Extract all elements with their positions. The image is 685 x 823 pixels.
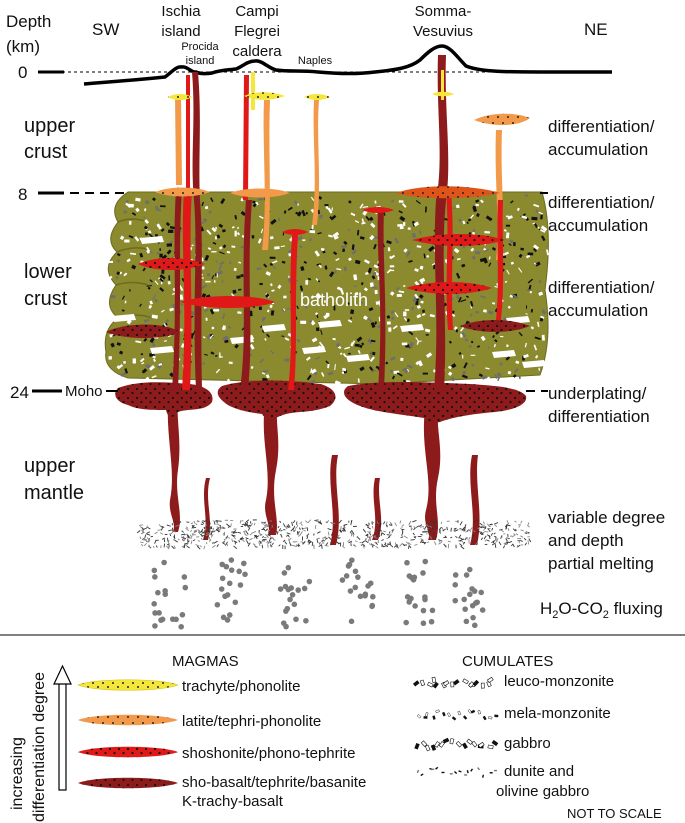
moho-label: Moho bbox=[65, 383, 103, 400]
somma-label-line1: Somma- bbox=[415, 3, 472, 20]
lower-crust-label-line2: crust bbox=[24, 288, 68, 310]
procida-label-line1: Procida bbox=[181, 41, 219, 53]
cumulate-label-gabbro: gabbro bbox=[504, 735, 551, 752]
crustal-conduits bbox=[172, 55, 504, 390]
process-1-line1: differentiation/ bbox=[548, 117, 655, 136]
cumulate-label-dunite-line2: olivine gabbro bbox=[496, 783, 589, 800]
legend: increasing differentiation degree MAGMAS… bbox=[0, 634, 685, 822]
cumulate-label-mela-monzonite: mela-monzonite bbox=[504, 705, 611, 722]
arrow-label-line2: differentiation degree bbox=[31, 672, 48, 822]
cumulate-swatch-gabbro bbox=[414, 737, 499, 752]
process-4-line2: differentiation bbox=[548, 407, 650, 426]
upper-mantle-label-line1: upper bbox=[24, 455, 75, 477]
campi-label-line1: Campi bbox=[235, 3, 278, 20]
surface-profile bbox=[83, 44, 612, 86]
underplating-bodies bbox=[115, 380, 527, 424]
process-4-line1: underplating/ bbox=[548, 384, 647, 403]
magma-label-k-trachy-basalt: K-trachy-basalt bbox=[182, 793, 284, 810]
magma-label-latite: latite/tephri-phonolite bbox=[182, 713, 321, 730]
process-2-line1: differentiation/ bbox=[548, 193, 655, 212]
axis-title-line2: (km) bbox=[6, 37, 40, 56]
batholith-label: batholith bbox=[300, 290, 368, 310]
depth-tick-label-0: 0 bbox=[18, 63, 27, 82]
layer-labels: upper crust lower crust upper mantle bat… bbox=[24, 115, 368, 504]
process-2-line2: accumulation bbox=[548, 216, 648, 235]
upper-crust-label-line2: crust bbox=[24, 141, 68, 163]
direction-sw: SW bbox=[92, 20, 119, 39]
ischia-label-line1: Ischia bbox=[161, 3, 201, 20]
arrow-label-line1: increasing bbox=[9, 737, 26, 810]
topography bbox=[38, 44, 612, 86]
upper-mantle-label-line2: mantle bbox=[24, 482, 84, 504]
process-1-line2: accumulation bbox=[548, 140, 648, 159]
mantle-source-dots bbox=[151, 557, 486, 630]
campi-label-line2: Flegrei bbox=[234, 23, 280, 40]
process-5-line2: and depth bbox=[548, 531, 624, 550]
depth-tick-label-8: 8 bbox=[18, 185, 27, 204]
ischia-label-line2: island bbox=[161, 23, 200, 40]
direction-ne: NE bbox=[584, 20, 608, 39]
process-3-line2: accumulation bbox=[548, 301, 648, 320]
magmas-title: MAGMAS bbox=[172, 653, 239, 670]
process-5-line1: variable degree bbox=[548, 508, 665, 527]
depth-tick-label-24: 24 bbox=[10, 383, 29, 402]
location-labels: SW NE Ischia island Procida island Campi… bbox=[92, 3, 608, 67]
procida-label-line2: island bbox=[186, 55, 215, 67]
mantle-feeders bbox=[167, 400, 480, 545]
cumulate-label-dunite-line1: dunite and bbox=[504, 763, 574, 780]
magma-label-sho-basalt: sho-basalt/tephrite/basanite bbox=[182, 774, 366, 791]
process-3-line1: differentiation/ bbox=[548, 278, 655, 297]
upper-crust-label-line1: upper bbox=[24, 115, 75, 137]
somma-label-line2: Vesuvius bbox=[413, 23, 473, 40]
process-5-line3: partial melting bbox=[548, 554, 654, 573]
not-to-scale-note: NOT TO SCALE bbox=[567, 806, 662, 821]
cumulate-swatch-mela-monzonite bbox=[416, 709, 499, 721]
partial-melting-zone bbox=[136, 519, 532, 550]
cumulate-swatch-dunite bbox=[416, 766, 497, 778]
magma-label-shoshonite: shoshonite/phono-tephrite bbox=[182, 745, 355, 762]
cumulate-swatch-leuco-monzonite bbox=[412, 676, 494, 689]
magma-label-trachyte: trachyte/phonolite bbox=[182, 678, 300, 695]
campi-label-line3: caldera bbox=[232, 43, 282, 60]
cumulate-label-leuco-monzonite: leuco-monzonite bbox=[504, 673, 614, 690]
lower-crust-label-line1: lower bbox=[24, 261, 72, 283]
naples-label: Naples bbox=[298, 55, 333, 67]
process-labels: differentiation/ accumulation differenti… bbox=[540, 117, 665, 621]
process-6-fluxing: H2O-CO2 fluxing bbox=[540, 599, 663, 621]
cumulates-title: CUMULATES bbox=[462, 653, 553, 670]
differentiation-arrow bbox=[53, 664, 72, 791]
axis-title-line1: Depth bbox=[6, 12, 51, 31]
depth-axis: Depth (km) 0 8 24 Moho bbox=[6, 12, 548, 402]
crustal-magma-bodies bbox=[106, 91, 530, 338]
